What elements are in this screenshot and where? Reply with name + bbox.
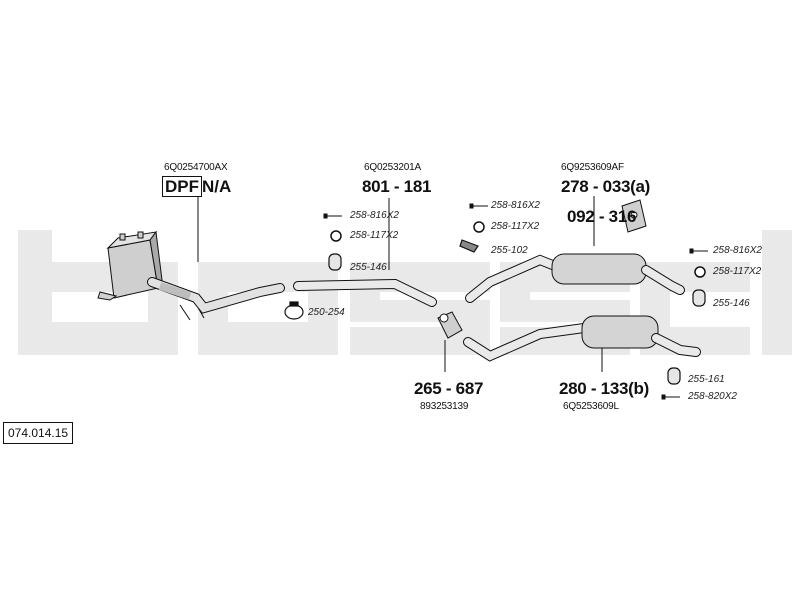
part-278-033-oem: 6Q9253609AF	[561, 162, 624, 173]
fitting-label: 255-102	[491, 245, 528, 256]
part-278-033-number: 278 - 033(a)	[561, 177, 651, 196]
part-092-316-number: 092 - 316	[567, 207, 637, 226]
fitting-label: 255-146	[350, 262, 387, 273]
clamp-icon	[284, 301, 304, 320]
rear-silencer-b	[463, 315, 701, 362]
fitting-label: 250-254	[308, 307, 345, 318]
part-801-181-number: 801 - 181	[362, 177, 432, 196]
part-265-687-number: 265 - 687	[414, 379, 484, 398]
connector-pipe	[437, 311, 463, 339]
fitting-label: 258-816X2	[491, 200, 540, 211]
bolt-icon	[323, 203, 708, 400]
fitting-label: 258-816X2	[350, 210, 399, 221]
dpf-catalyst	[97, 230, 205, 321]
fitting-label: 258-816X2	[713, 245, 762, 256]
nut-icon	[330, 221, 706, 278]
dpf-value: N/A	[202, 177, 232, 196]
fitting-label: 255-146	[713, 298, 750, 309]
middle-pipe	[293, 278, 437, 307]
fitting-label: 258-117X2	[713, 266, 762, 277]
part-801-181-oem: 6Q0253201A	[364, 162, 421, 173]
diagram-number: 074.014.15	[3, 422, 74, 444]
bracket-icon	[621, 199, 647, 233]
fitting-label: 255-161	[688, 374, 725, 385]
part-280-133-oem: 6Q5253609L	[563, 401, 619, 412]
fitting-label: 258-117X2	[491, 221, 540, 232]
fitting-label: 258-117X2	[350, 230, 399, 241]
dpf-tag: DPF	[162, 176, 202, 197]
rear-silencer-a	[465, 253, 685, 303]
dpf-oem-number: 6Q0254700AX	[164, 162, 228, 173]
leader-lines	[197, 196, 603, 372]
fitting-label: 258-820X2	[688, 391, 737, 402]
part-265-687-oem: 893253139	[420, 401, 469, 412]
front-pipe	[147, 277, 285, 314]
part-280-133-number: 280 - 133(b)	[559, 379, 649, 398]
hanger-icon	[328, 239, 706, 385]
